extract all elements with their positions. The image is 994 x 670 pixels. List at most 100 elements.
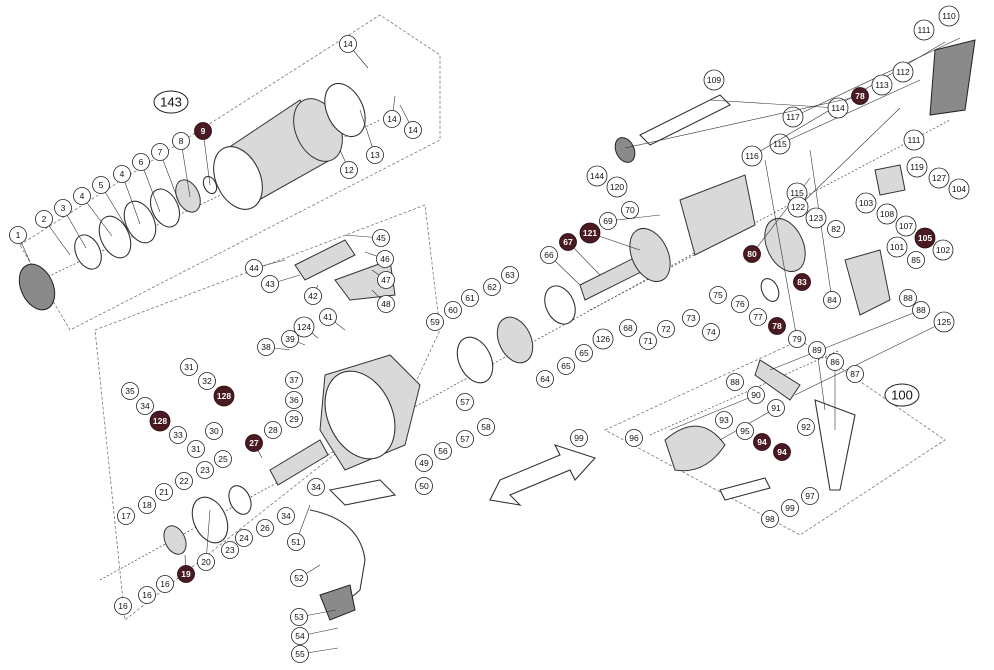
svg-text:3: 3 <box>61 203 66 213</box>
part-number-59: 59 <box>426 313 444 331</box>
part-number-126: 126 <box>592 328 614 350</box>
svg-text:41: 41 <box>323 312 333 322</box>
svg-text:103: 103 <box>859 198 873 208</box>
svg-text:60: 60 <box>448 305 458 315</box>
part-number-67: 67 <box>559 233 577 251</box>
svg-text:24: 24 <box>239 533 249 543</box>
svg-text:144: 144 <box>590 171 604 181</box>
part-number-57: 57 <box>456 430 474 448</box>
svg-text:97: 97 <box>805 491 815 501</box>
svg-text:42: 42 <box>308 291 318 301</box>
part-number-53: 53 <box>290 608 308 626</box>
part-number-23: 23 <box>196 461 214 479</box>
svg-text:34: 34 <box>281 511 291 521</box>
part-number-109: 109 <box>703 69 725 91</box>
part-number-111: 111 <box>913 19 935 41</box>
part-number-16: 16 <box>156 575 174 593</box>
part-number-16: 16 <box>138 586 156 604</box>
part-number-98: 98 <box>761 510 779 528</box>
svg-text:143: 143 <box>160 95 182 110</box>
svg-text:33: 33 <box>173 430 183 440</box>
part-number-31: 31 <box>180 358 198 376</box>
part-number-5: 5 <box>92 176 110 194</box>
part-number-83: 83 <box>793 273 811 291</box>
leader-line <box>180 140 191 198</box>
part-number-103: 103 <box>855 192 877 214</box>
part-number-34: 34 <box>136 397 154 415</box>
leader-line <box>794 321 945 396</box>
part-number-90: 90 <box>747 386 765 404</box>
part-number-95: 95 <box>736 422 754 440</box>
part-number-115: 115 <box>769 133 791 155</box>
part-number-49: 49 <box>415 454 433 472</box>
part-number-56: 56 <box>434 442 452 460</box>
svg-text:6: 6 <box>139 157 144 167</box>
handle-group-outline <box>604 339 946 536</box>
svg-text:21: 21 <box>159 487 169 497</box>
part-number-76: 76 <box>731 295 749 313</box>
svg-text:38: 38 <box>261 342 271 352</box>
part-number-82: 82 <box>827 220 845 238</box>
svg-text:45: 45 <box>376 233 386 243</box>
svg-text:112: 112 <box>896 67 910 77</box>
svg-text:90: 90 <box>751 390 761 400</box>
svg-text:57: 57 <box>460 434 470 444</box>
part-number-93: 93 <box>715 411 733 429</box>
part-number-92: 92 <box>797 418 815 436</box>
part-number-72: 72 <box>657 320 675 338</box>
svg-text:9: 9 <box>201 126 206 136</box>
svg-text:83: 83 <box>797 277 807 287</box>
leader-line <box>669 394 757 431</box>
svg-text:69: 69 <box>603 216 613 226</box>
svg-text:88: 88 <box>916 305 926 315</box>
svg-text:79: 79 <box>792 334 802 344</box>
part-number-66: 66 <box>540 246 558 264</box>
svg-text:63: 63 <box>505 270 515 280</box>
svg-text:127: 127 <box>932 173 946 183</box>
part-number-89: 89 <box>808 341 826 359</box>
svg-text:26: 26 <box>260 523 270 533</box>
part-number-34: 34 <box>277 507 295 525</box>
svg-text:7: 7 <box>158 147 163 157</box>
leader-line <box>797 107 901 208</box>
part-number-78: 78 <box>851 87 869 105</box>
part-number-124: 124 <box>293 316 315 338</box>
svg-text:117: 117 <box>786 112 800 122</box>
part-number-80: 80 <box>743 245 761 263</box>
part-number-54: 54 <box>291 627 309 645</box>
svg-text:51: 51 <box>291 537 301 547</box>
svg-text:78: 78 <box>772 321 782 331</box>
part-number-12: 12 <box>340 161 358 179</box>
leader-line <box>624 95 861 149</box>
svg-text:128: 128 <box>153 416 167 426</box>
svg-text:89: 89 <box>812 345 822 355</box>
part-number-37: 37 <box>285 371 303 389</box>
part-number-79: 79 <box>788 330 806 348</box>
part-number-31: 31 <box>187 440 205 458</box>
part-number-128: 128 <box>149 410 171 432</box>
part-number-14: 14 <box>404 121 422 139</box>
svg-text:12: 12 <box>344 165 354 175</box>
part-number-46: 46 <box>376 250 394 268</box>
svg-text:66: 66 <box>544 250 554 260</box>
part-number-38: 38 <box>257 338 275 356</box>
part-number-107: 107 <box>895 215 917 237</box>
svg-text:4: 4 <box>80 191 85 201</box>
svg-text:109: 109 <box>707 75 721 85</box>
part-number-97: 97 <box>801 487 819 505</box>
svg-text:107: 107 <box>899 221 913 231</box>
svg-text:31: 31 <box>191 444 201 454</box>
part-number-39: 39 <box>281 330 299 348</box>
svg-text:74: 74 <box>706 327 716 337</box>
svg-text:119: 119 <box>910 162 924 172</box>
part-number-1: 1 <box>9 226 27 244</box>
svg-text:115: 115 <box>790 188 804 198</box>
svg-text:85: 85 <box>911 255 921 265</box>
part-number-55: 55 <box>291 645 309 663</box>
leader-line <box>779 79 921 145</box>
svg-text:120: 120 <box>610 182 624 192</box>
spool-group-outline <box>19 14 441 331</box>
svg-text:92: 92 <box>801 422 811 432</box>
part-number-128: 128 <box>213 385 235 407</box>
part-callouts: 1234546789141414131245464748444342411243… <box>9 5 970 663</box>
